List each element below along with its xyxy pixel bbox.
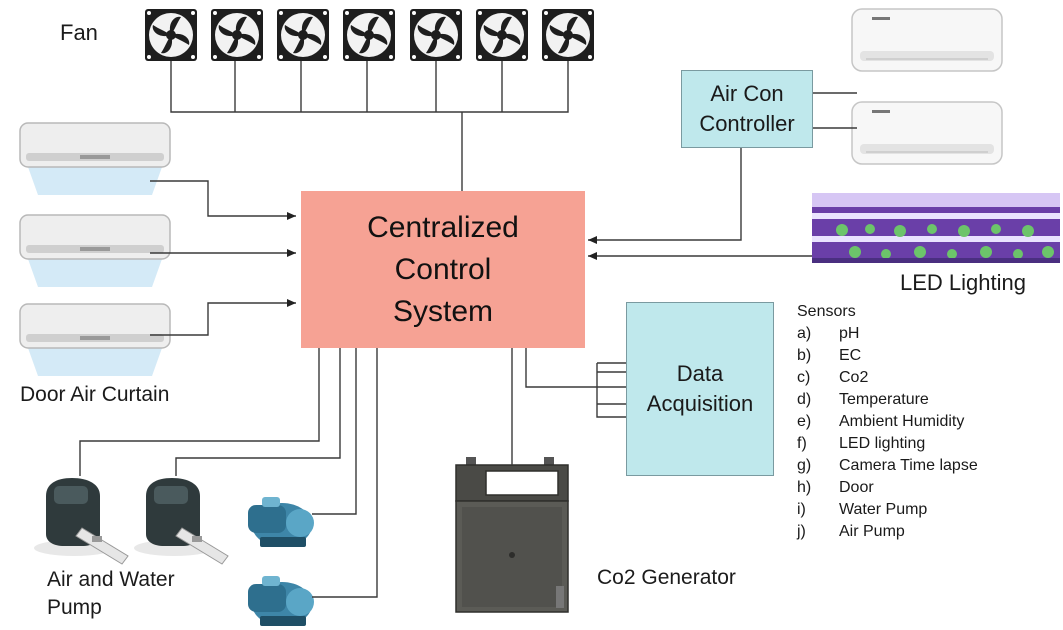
central-box-line: Control (394, 252, 492, 286)
aircon-controller-box: Air Con Controller (681, 70, 813, 148)
sensor-item: f) LED lighting (797, 433, 978, 455)
door-air-curtain-icon (19, 303, 171, 377)
sensor-item: a) pH (797, 323, 978, 345)
sensor-item: g) Camera Time lapse (797, 455, 978, 477)
blower-pump-icon (248, 497, 314, 547)
sensor-key: d) (797, 391, 812, 408)
aircon-wiring (588, 92, 857, 244)
sensor-label: Camera Time lapse (839, 457, 978, 474)
sensor-label: pH (839, 325, 860, 342)
centralized-control-system-box: Centralized Control System (301, 191, 585, 348)
sensor-label: Air Pump (839, 523, 905, 540)
sensor-item: j) Air Pump (797, 521, 978, 543)
water-pump-icon (133, 477, 229, 565)
door-air-curtain-label: Door Air Curtain (20, 383, 170, 406)
sensor-key: h) (797, 479, 812, 496)
sensor-key: g) (797, 457, 812, 474)
air-water-pump-label-line1: Air and Water (47, 568, 175, 591)
sensor-label: Water Pump (839, 501, 928, 518)
sensor-key: i) (797, 501, 806, 518)
co2-generator-label: Co2 Generator (597, 566, 736, 589)
central-box-line: System (392, 294, 494, 328)
door-air-curtain-icon (19, 214, 171, 288)
fan-icon (410, 9, 462, 61)
fan-icon (476, 9, 528, 61)
sensor-key: j) (797, 523, 806, 540)
aircon-box-line: Controller (699, 111, 795, 136)
sensors-title: Sensors (797, 303, 856, 320)
air-water-pump-label-line2: Pump (47, 596, 102, 619)
blower-pump-icon (248, 576, 314, 626)
sensor-item: b) EC (797, 345, 978, 367)
pump-wiring (79, 346, 378, 598)
sensor-label: Co2 (839, 369, 869, 386)
sensor-label: LED lighting (839, 435, 926, 452)
sensors-list: Sensors a) pH b) EC c) Co2 d) Temperature e) Ambi… (797, 301, 978, 543)
central-box-line: Centralized (367, 210, 519, 244)
air-conditioner-icon (851, 8, 1003, 72)
co2-generator-image (455, 457, 569, 613)
aircon-box-line: Air Con (710, 81, 784, 106)
sensor-item: e) Ambient Humidity (797, 411, 978, 433)
air-curtain-wiring (150, 180, 296, 336)
fan-icon (211, 9, 263, 61)
air-conditioner-icon (851, 101, 1003, 165)
sensor-label: Temperature (839, 391, 929, 408)
led-lighting-image (812, 193, 1060, 263)
fan-wiring (170, 61, 569, 191)
sensor-key: f) (797, 435, 807, 452)
sensor-item: i) Water Pump (797, 499, 978, 521)
sensor-key: b) (797, 347, 812, 364)
sensor-item: h) Door (797, 477, 978, 499)
fan-icon (343, 9, 395, 61)
led-lighting-label: LED Lighting (900, 270, 1026, 295)
air-pump-icon (33, 477, 129, 565)
sensor-key: a) (797, 325, 812, 342)
data-acquisition-box: Data Acquisition (626, 302, 774, 476)
door-air-curtain-icon (19, 122, 171, 196)
daq-box-line: Acquisition (646, 391, 754, 416)
fan-icon (277, 9, 329, 61)
daq-wiring (525, 346, 626, 418)
sensor-label: Ambient Humidity (839, 413, 965, 430)
sensor-item: c) Co2 (797, 367, 978, 389)
sensor-label: Door (839, 479, 874, 496)
sensor-label: EC (839, 347, 862, 364)
fan-icon (542, 9, 594, 61)
fan-label: Fan (60, 20, 98, 45)
sensor-item: d) Temperature (797, 389, 978, 411)
sensor-key: e) (797, 413, 812, 430)
sensor-key: c) (797, 369, 811, 386)
fan-array (145, 9, 197, 61)
fan-icon (145, 9, 197, 61)
daq-box-line: Data (676, 361, 724, 386)
